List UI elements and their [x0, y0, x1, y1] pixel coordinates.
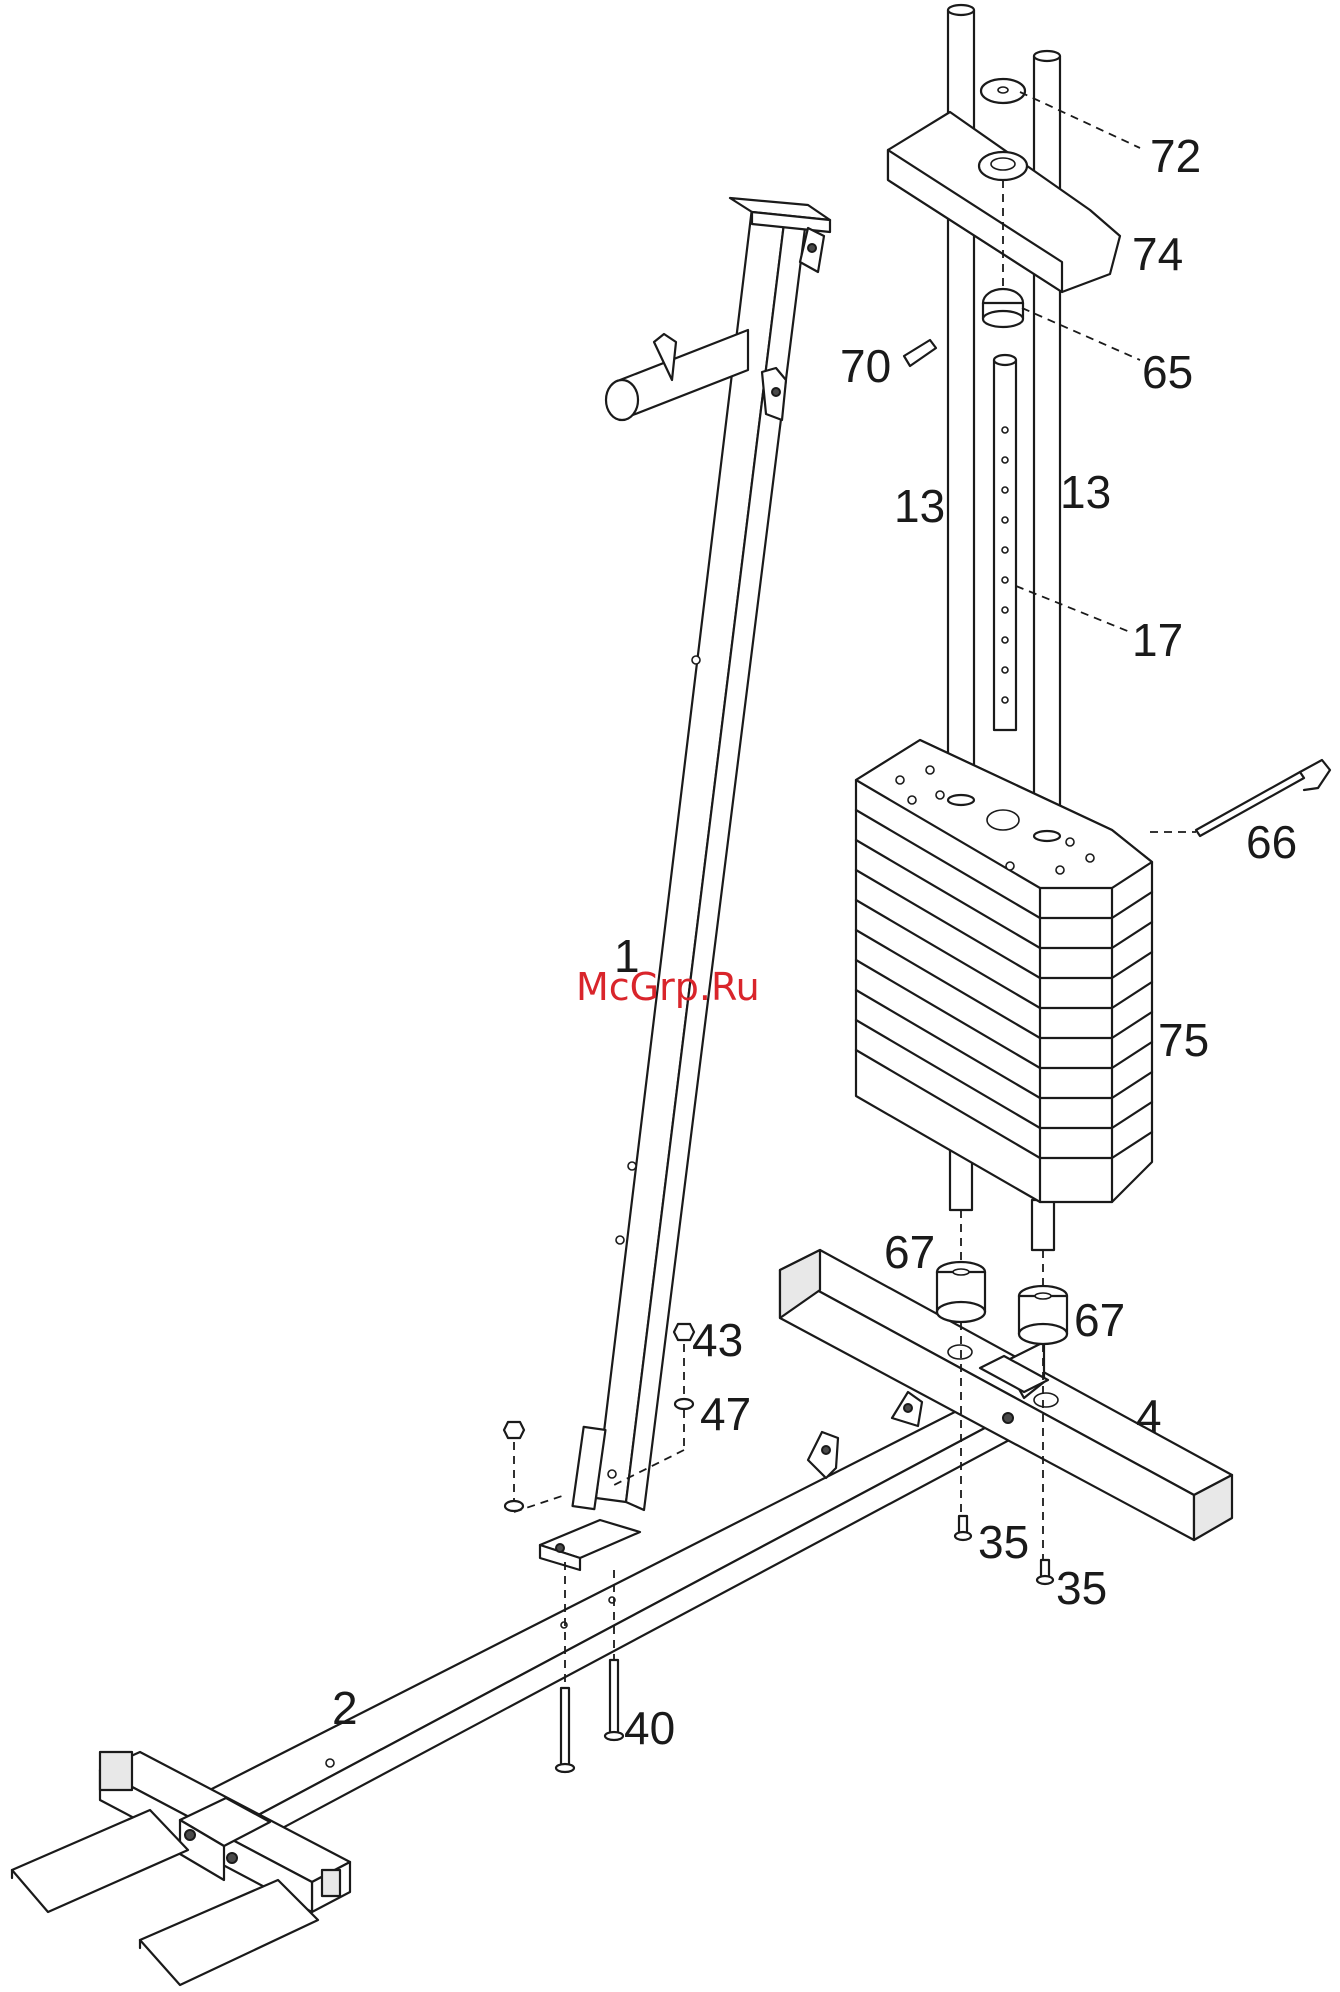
label-17: 17 [1132, 614, 1183, 666]
base-tube-part-2 [12, 1377, 1040, 1985]
label-47: 47 [700, 1388, 751, 1440]
label-70: 70 [840, 340, 891, 392]
label-40: 40 [624, 1702, 675, 1754]
label-4: 4 [1136, 1390, 1162, 1442]
upright-part-1 [540, 198, 830, 1570]
label-74: 74 [1132, 228, 1183, 280]
label-35-bottom: 35 [1056, 1562, 1107, 1614]
label-66: 66 [1246, 816, 1297, 868]
label-13-right: 13 [1060, 466, 1111, 518]
top-plate-part-74 [888, 79, 1120, 292]
label-35-top: 35 [978, 1516, 1029, 1568]
label-67-top: 67 [884, 1226, 935, 1278]
label-65: 65 [1142, 346, 1193, 398]
label-13-left: 13 [894, 480, 945, 532]
label-72: 72 [1150, 130, 1201, 182]
label-75: 75 [1158, 1014, 1209, 1066]
label-43: 43 [692, 1314, 743, 1366]
label-67-bottom: 67 [1074, 1294, 1125, 1346]
weight-stack-part-75 [856, 740, 1152, 1202]
label-2: 2 [332, 1682, 358, 1734]
watermark: McGrp.Ru [576, 965, 760, 1009]
